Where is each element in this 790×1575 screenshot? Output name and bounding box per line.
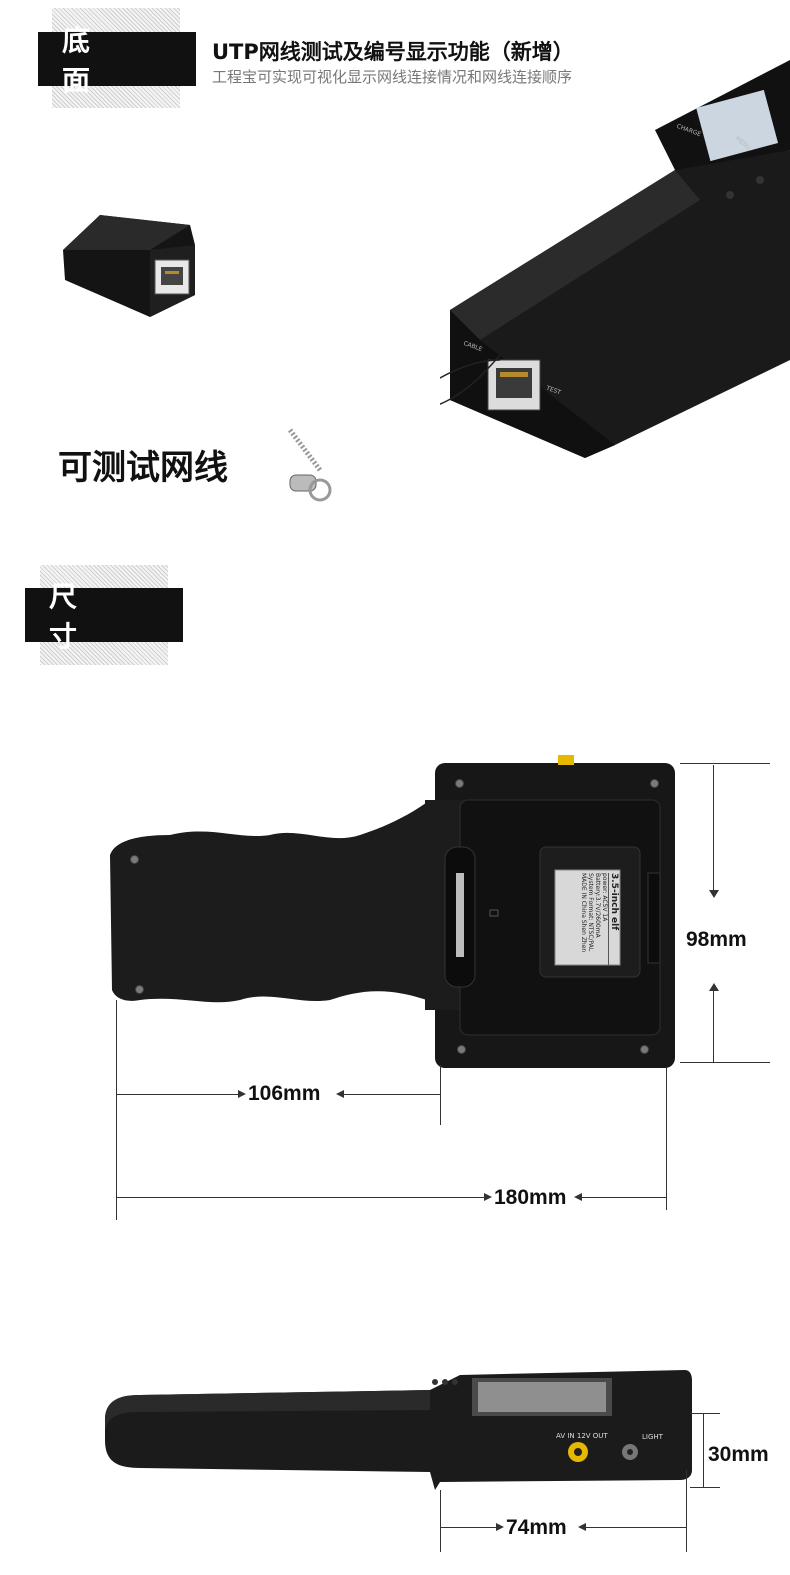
dimension-line [713,765,714,895]
thickness-dimension: 30mm [708,1443,769,1466]
dimension-line [116,1094,238,1095]
test-lead-clip [288,428,332,502]
length-dimension: 180mm [494,1186,567,1209]
section-title: UTP网线测试及编号显示功能（新增） [212,40,574,64]
dimension-line [680,1062,770,1063]
dimension-line [680,763,770,764]
sticker-line: power: AC5V 1A [601,873,608,922]
arrow-left-icon [574,1193,582,1201]
sticker-title: 3.5-inch elf [608,873,619,965]
section-label-bottom: 底 面 [38,24,196,97]
arrow-down-icon [709,890,719,898]
screw [130,855,139,864]
arrow-right-icon [484,1193,492,1201]
screw [135,985,144,994]
sticker-line: Battery:3.7V/2600mA [594,873,601,938]
screw [650,779,659,788]
sticker-line: System Format: NTSC/PAL [587,873,594,952]
tester-device-back-view [110,755,675,1068]
dimension-line [116,1197,486,1198]
dimension-line [586,1527,686,1528]
arrow-right-icon [496,1523,504,1531]
arrow-left-icon [578,1523,586,1531]
tester-device-bottom-view [440,60,790,458]
depth-dimension: 74mm [506,1516,567,1539]
dimension-line [116,1000,117,1220]
height-dimension: 98mm [686,928,747,951]
arrow-right-icon [238,1090,246,1098]
dimension-line [690,1413,720,1414]
dimension-line [713,985,714,1062]
dimension-line [440,1490,441,1552]
dimension-line [686,1470,687,1552]
remote-test-module [63,215,195,317]
tester-device-side-view [105,1370,692,1490]
spec-sticker: 3.5-inch elf power: AC5V 1A Battery:3.7V… [557,873,619,965]
dimension-line [344,1094,440,1095]
arrow-left-icon [336,1090,344,1098]
section-label-size: 尺 寸 [25,580,183,653]
sticker-line: MADE IN China Shen Zhen [580,873,587,953]
dimension-line [440,1527,498,1528]
av-port-label: AV IN 12V OUT [556,1432,608,1440]
test-cable-caption: 可测试网线 [58,448,228,488]
grip-dimension: 106mm [248,1082,321,1105]
dimension-line [582,1197,666,1198]
screw [640,1045,649,1054]
dimension-line [666,1068,667,1210]
screw [457,1045,466,1054]
dimension-line [703,1413,704,1487]
arrow-up-icon [709,983,719,991]
section-subtitle: 工程宝可实现可视化显示网线连接情况和网线连接顺序 [212,68,573,86]
light-port-label: LIGHT [642,1433,663,1441]
dimension-line [690,1487,720,1488]
screw [455,779,464,788]
dimension-line [440,1065,441,1125]
